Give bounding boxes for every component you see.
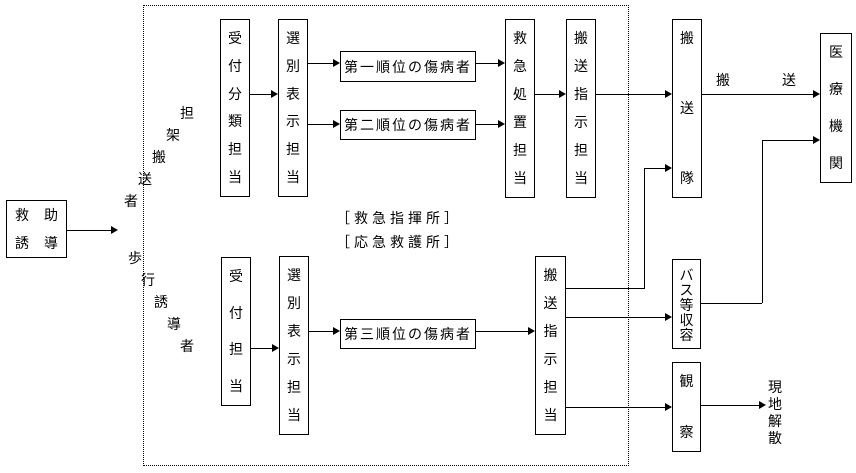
- connector-transport-order-to-team-h2: [644, 168, 665, 169]
- arrow-priority3-to-transport-order: [476, 331, 528, 332]
- arrowhead-reception-to-display-bottom: [272, 344, 279, 352]
- arrowhead-transport-order-to-team-bottom: [665, 164, 672, 172]
- arrowhead-treatment-to-transport-order: [559, 90, 566, 98]
- arrow-display-to-priority3: [309, 331, 333, 332]
- label-stretcher-carriers: 担架搬送者: [124, 105, 194, 209]
- box-priority3-casualties: 第三順位の傷病者: [340, 319, 476, 349]
- arrowhead-team-to-hospital: [813, 90, 820, 98]
- rescue-guidance-row1: 救助: [15, 207, 58, 223]
- connector-bus-to-hospital-h2: [762, 140, 813, 141]
- arrowhead-observation-to-dismissal: [759, 401, 766, 409]
- box-triage-display-top: 選別表示担当: [278, 19, 308, 197]
- label-walking-guided: 歩行誘導者: [128, 250, 194, 354]
- box-reception-triage: 受付分類担当: [220, 19, 250, 197]
- box-triage-display-bottom: 選別表示担当: [279, 256, 309, 435]
- arrowhead-transport-order-to-bus: [665, 313, 672, 321]
- box-reception: 受付担当: [221, 257, 251, 406]
- connector-bus-to-hospital-h1: [701, 303, 762, 304]
- arrow-transport-order-to-team: [596, 94, 665, 95]
- arrow-rescue-to-zone: [67, 230, 111, 231]
- arrowhead-priority3-to-transport-order: [528, 327, 535, 335]
- box-observation: 観察: [672, 362, 701, 452]
- arrow-reception-to-display-bottom: [251, 348, 272, 349]
- box-emergency-treatment: 救急処置担当: [505, 19, 535, 198]
- box-priority1-casualties: 第一順位の傷病者: [340, 51, 476, 82]
- arrowhead-display-to-priority1: [333, 59, 340, 67]
- rescue-guidance-row2: 誘導: [15, 235, 58, 251]
- arrow-treatment-to-transport-order: [535, 94, 559, 95]
- arrow-transport-order-to-bus: [565, 317, 665, 318]
- arrowhead-rescue-to-zone: [111, 226, 118, 234]
- arrowhead-display-to-priority2: [333, 120, 340, 128]
- label-aid-station: ［応急救護所］: [336, 234, 462, 250]
- arrow-display-to-priority1: [308, 63, 333, 64]
- aid-station-zone-border: [143, 5, 629, 466]
- box-transport-team: 搬送隊: [672, 19, 702, 198]
- box-rescue-guidance: 救助 誘導: [6, 200, 67, 258]
- arrow-transport-order-to-observation: [565, 407, 665, 408]
- arrowhead-display-to-priority3: [333, 327, 340, 335]
- arrow-priority2-to-treatment: [476, 124, 498, 125]
- arrow-observation-to-dismissal: [701, 405, 759, 406]
- label-onsite-dismissal: 現地解散: [768, 379, 782, 446]
- arrowhead-priority2-to-treatment: [498, 120, 505, 128]
- arrowhead-priority1-to-treatment: [498, 59, 505, 67]
- box-medical-institution: 医療機関: [820, 33, 852, 183]
- box-transport-direction-top: 搬送指示担当: [566, 19, 596, 198]
- box-transport-direction-bottom: 搬送指示担当: [535, 256, 566, 435]
- connector-bus-to-hospital-v: [762, 140, 763, 303]
- arrowhead-transport-order-to-team: [665, 90, 672, 98]
- arrow-team-to-hospital: [702, 94, 813, 95]
- arrowhead-transport-order-to-observation: [665, 403, 672, 411]
- box-priority2-casualties: 第二順位の傷病者: [340, 110, 476, 140]
- label-transport: 搬送: [716, 72, 796, 88]
- connector-transport-order-to-team-v: [644, 168, 645, 289]
- box-bus-accommodation: バス等収容: [672, 259, 701, 349]
- arrow-priority1-to-treatment: [476, 63, 498, 64]
- arrowhead-bus-to-hospital: [813, 136, 820, 144]
- arrowhead-reception-triage-to-display: [271, 90, 278, 98]
- label-command-post: ［救急指揮所］: [336, 210, 462, 226]
- arrow-reception-triage-to-display: [250, 94, 271, 95]
- arrow-display-to-priority2: [308, 124, 333, 125]
- connector-transport-order-to-team-h1: [565, 288, 645, 289]
